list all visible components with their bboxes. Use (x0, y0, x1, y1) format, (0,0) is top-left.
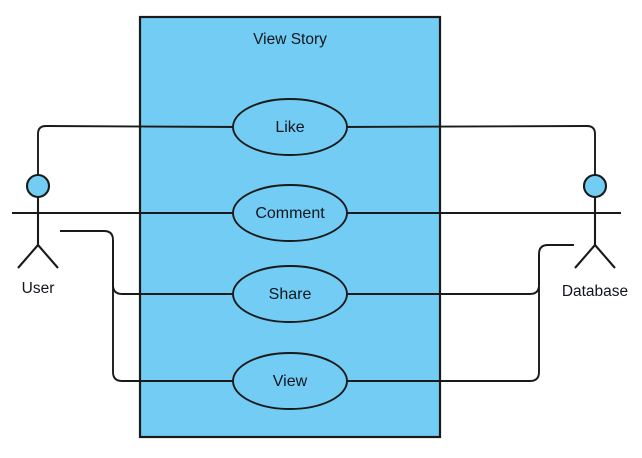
actor-right-leg-line (37, 244, 59, 269)
use-case-ellipse[interactable] (232, 352, 348, 410)
actor-right-leg-line (594, 244, 616, 269)
use-case-comment[interactable]: Comment (232, 184, 348, 242)
use-case-label: Share (269, 286, 312, 303)
actor-left-leg-line (17, 244, 39, 269)
actor-database[interactable]: Database (562, 173, 628, 300)
actor-label: User (22, 280, 55, 297)
association-user-view (112, 240, 243, 382)
use-case-share[interactable]: Share (232, 265, 348, 323)
use-case-ellipse[interactable] (232, 98, 348, 156)
use-case-label: View (273, 373, 308, 390)
use-case-like[interactable]: Like (232, 98, 348, 156)
association-user-like (37, 125, 244, 186)
actor-head-icon (25, 173, 51, 199)
actor-user[interactable]: User (12, 173, 64, 297)
actor-head-icon (582, 173, 608, 199)
association-database-view (338, 254, 540, 382)
use-case-label: Comment (255, 205, 325, 222)
association-database-like (337, 125, 596, 186)
use-case-ellipse[interactable] (232, 265, 348, 323)
use-case-view[interactable]: View (232, 352, 348, 410)
actor-left-leg-line (574, 244, 596, 269)
use-case-ellipse[interactable] (232, 184, 348, 242)
system-title: View Story (253, 31, 327, 48)
use-case-label: Like (275, 119, 304, 136)
actor-label: Database (562, 283, 628, 300)
